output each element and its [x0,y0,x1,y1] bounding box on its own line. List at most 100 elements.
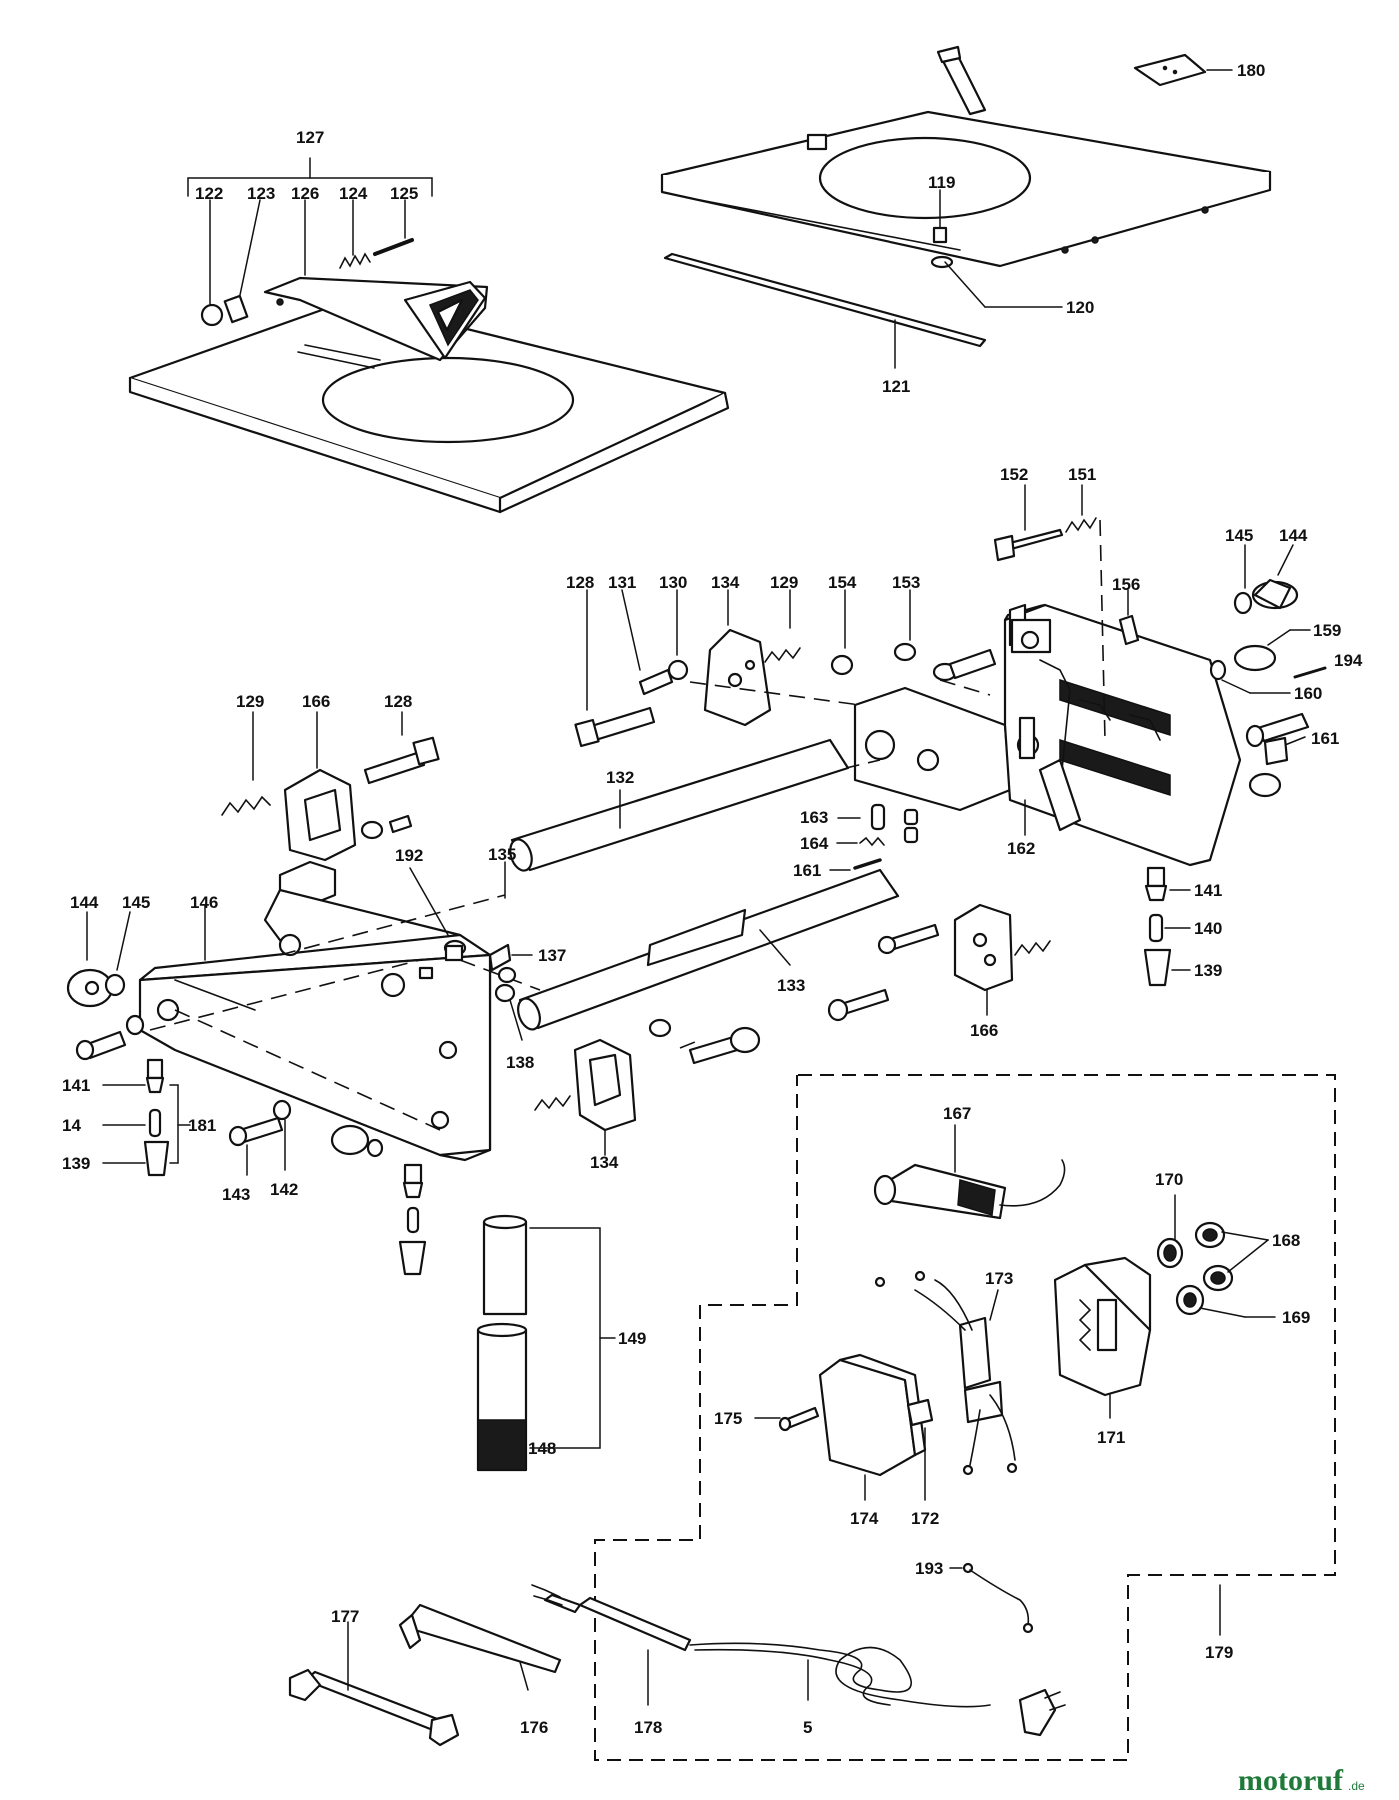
label-125: 125 [390,184,418,203]
part-120-washer [930,255,1063,308]
label-154: 154 [828,573,857,592]
part-175-screw [754,1406,820,1432]
label-180: 180 [1237,61,1265,80]
part-167-capacitor [873,1124,1066,1220]
label-139b: 139 [62,1154,90,1173]
part-173-terminal [874,1270,1018,1476]
label-144b: 144 [70,893,99,912]
part-140-spring [1148,913,1191,943]
watermark-logo: motoruf .de [1238,1764,1365,1797]
label-128b: 128 [384,692,412,711]
label-167: 167 [943,1104,971,1123]
part-133-tube [517,868,900,1031]
label-178: 178 [634,1718,662,1737]
part-129a-spring [764,589,801,663]
part-172-plate [906,1398,934,1501]
part-14-spring [102,1108,162,1138]
label-141a: 141 [1194,881,1222,900]
label-134a: 134 [711,573,740,592]
label-130: 130 [659,573,687,592]
part-labels: 180 127 122 123 126 124 125 119 120 121 … [62,61,1363,1737]
label-146: 146 [190,893,218,912]
part-5-cable [689,1642,1066,1737]
label-122: 122 [195,184,223,203]
label-138: 138 [506,1053,534,1072]
label-143: 143 [222,1185,250,1204]
part-193-wire [949,1562,1034,1634]
part-134b-bracket [534,1018,761,1156]
label-192: 192 [395,846,423,865]
label-173: 173 [985,1269,1013,1288]
bolt-left-lower [75,1014,145,1061]
label-137: 137 [538,946,566,965]
part-139a-cap [1143,948,1191,987]
label-166a: 166 [302,692,330,711]
label-181: 181 [188,1116,216,1135]
part-166b-bracket [827,903,1051,1022]
part-170-nut [1156,1194,1184,1269]
part-129b-spring [221,711,271,816]
part-160-washer [1209,659,1291,694]
part-141a-screw [1144,866,1191,902]
label-159: 159 [1313,621,1341,640]
label-128a: 128 [566,573,594,592]
label-149: 149 [618,1329,646,1348]
label-133: 133 [777,976,805,995]
label-120: 120 [1066,298,1094,317]
part-121-bar [663,252,987,369]
part-128b-bolt [360,711,440,840]
label-145a: 145 [1225,526,1253,545]
part-146-housing [138,860,492,1162]
watermark-suffix: .de [1348,1779,1365,1793]
part-154-nut [830,589,854,676]
part-181-bracket [169,1084,191,1164]
part-130-washer [667,589,689,681]
label-139a: 139 [1194,961,1222,980]
part-159-knob [1233,629,1311,672]
part-178-cable-handle [531,1584,692,1706]
watermark-brand: motoruf [1238,1764,1344,1797]
part-137-washer [497,954,533,984]
label-162: 162 [1007,839,1035,858]
label-121: 121 [882,377,910,396]
label-126: 126 [291,184,319,203]
part-124-spring [339,199,371,269]
part-134a-bracket [703,589,772,727]
part-161b-screw [829,858,882,871]
part-161a-screw [1248,736,1306,798]
part-142-washer [272,1099,292,1171]
label-123: 123 [247,184,275,203]
miter-gauge [263,276,489,362]
bolt-153b [932,648,997,682]
part-128a-bolt [574,589,656,748]
label-14: 14 [62,1116,81,1135]
label-194: 194 [1334,651,1363,670]
part-194-pin [1293,666,1327,679]
part-131-screw [621,589,674,696]
part-180-plate [1133,53,1233,87]
part-177-wrench [288,1621,460,1747]
label-166b: 166 [970,1021,998,1040]
label-134b: 134 [590,1153,619,1172]
part-139b-cap [102,1140,170,1177]
label-148: 148 [528,1439,556,1458]
label-131: 131 [608,573,636,592]
label-135: 135 [488,845,516,864]
part-148-tube-lower [476,1322,528,1472]
table-plate [128,298,730,514]
label-127: 127 [296,128,324,147]
part-122-knob [200,199,224,327]
base-frame [660,45,1272,268]
part-152-rod [993,484,1106,741]
label-161b: 161 [793,861,821,880]
label-153: 153 [892,573,920,592]
label-160: 160 [1294,684,1322,703]
part-149-tube-upper [482,1214,528,1316]
part-144b-knob [66,911,114,1008]
part-141b-screw [102,1058,165,1094]
part-145a-washer [1233,544,1253,615]
label-193: 193 [915,1559,943,1578]
label-163: 163 [800,808,828,827]
label-140: 140 [1194,919,1222,938]
